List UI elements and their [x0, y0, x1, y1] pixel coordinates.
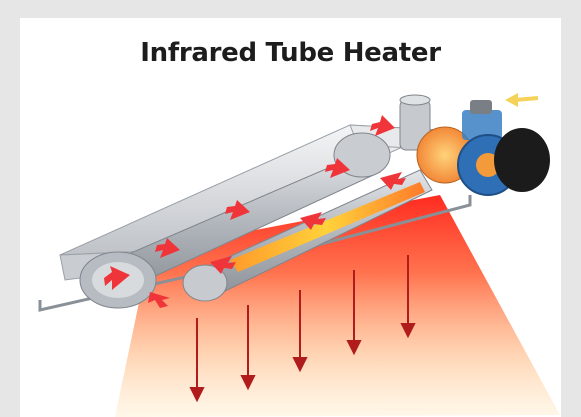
- gas-flow-arrow-icon: [225, 200, 250, 220]
- radiant-heat-glow: [115, 195, 560, 417]
- u-shaped-tube: [79, 132, 433, 309]
- gas-flow-arrow-icon: [300, 212, 326, 230]
- radiant-heat-arrow-icon: [189, 318, 205, 403]
- radiant-heat-arrow-icon: [240, 305, 256, 391]
- air-intake-arrow-icon: [505, 93, 539, 107]
- diagram-title: Infrared Tube Heater: [140, 38, 441, 68]
- gas-flow-arrow-icon: [155, 238, 180, 258]
- gas-flow-arrow-icon: [325, 158, 350, 178]
- radiant-heat-arrow-icon: [400, 255, 416, 339]
- radiant-heat-arrows: [189, 255, 416, 403]
- burner-assembly: [399, 94, 550, 196]
- radiant-heat-arrow-icon: [346, 270, 362, 356]
- gas-flow-arrow-icon: [104, 266, 130, 290]
- radiant-heat-arrow-icon: [292, 290, 308, 373]
- gas-flow-arrows: [104, 115, 406, 308]
- gas-flow-arrow-icon: [370, 115, 395, 136]
- gas-flow-arrow-icon: [148, 292, 170, 308]
- gas-flow-arrow-icon: [210, 256, 236, 274]
- gas-flow-arrow-icon: [380, 172, 406, 190]
